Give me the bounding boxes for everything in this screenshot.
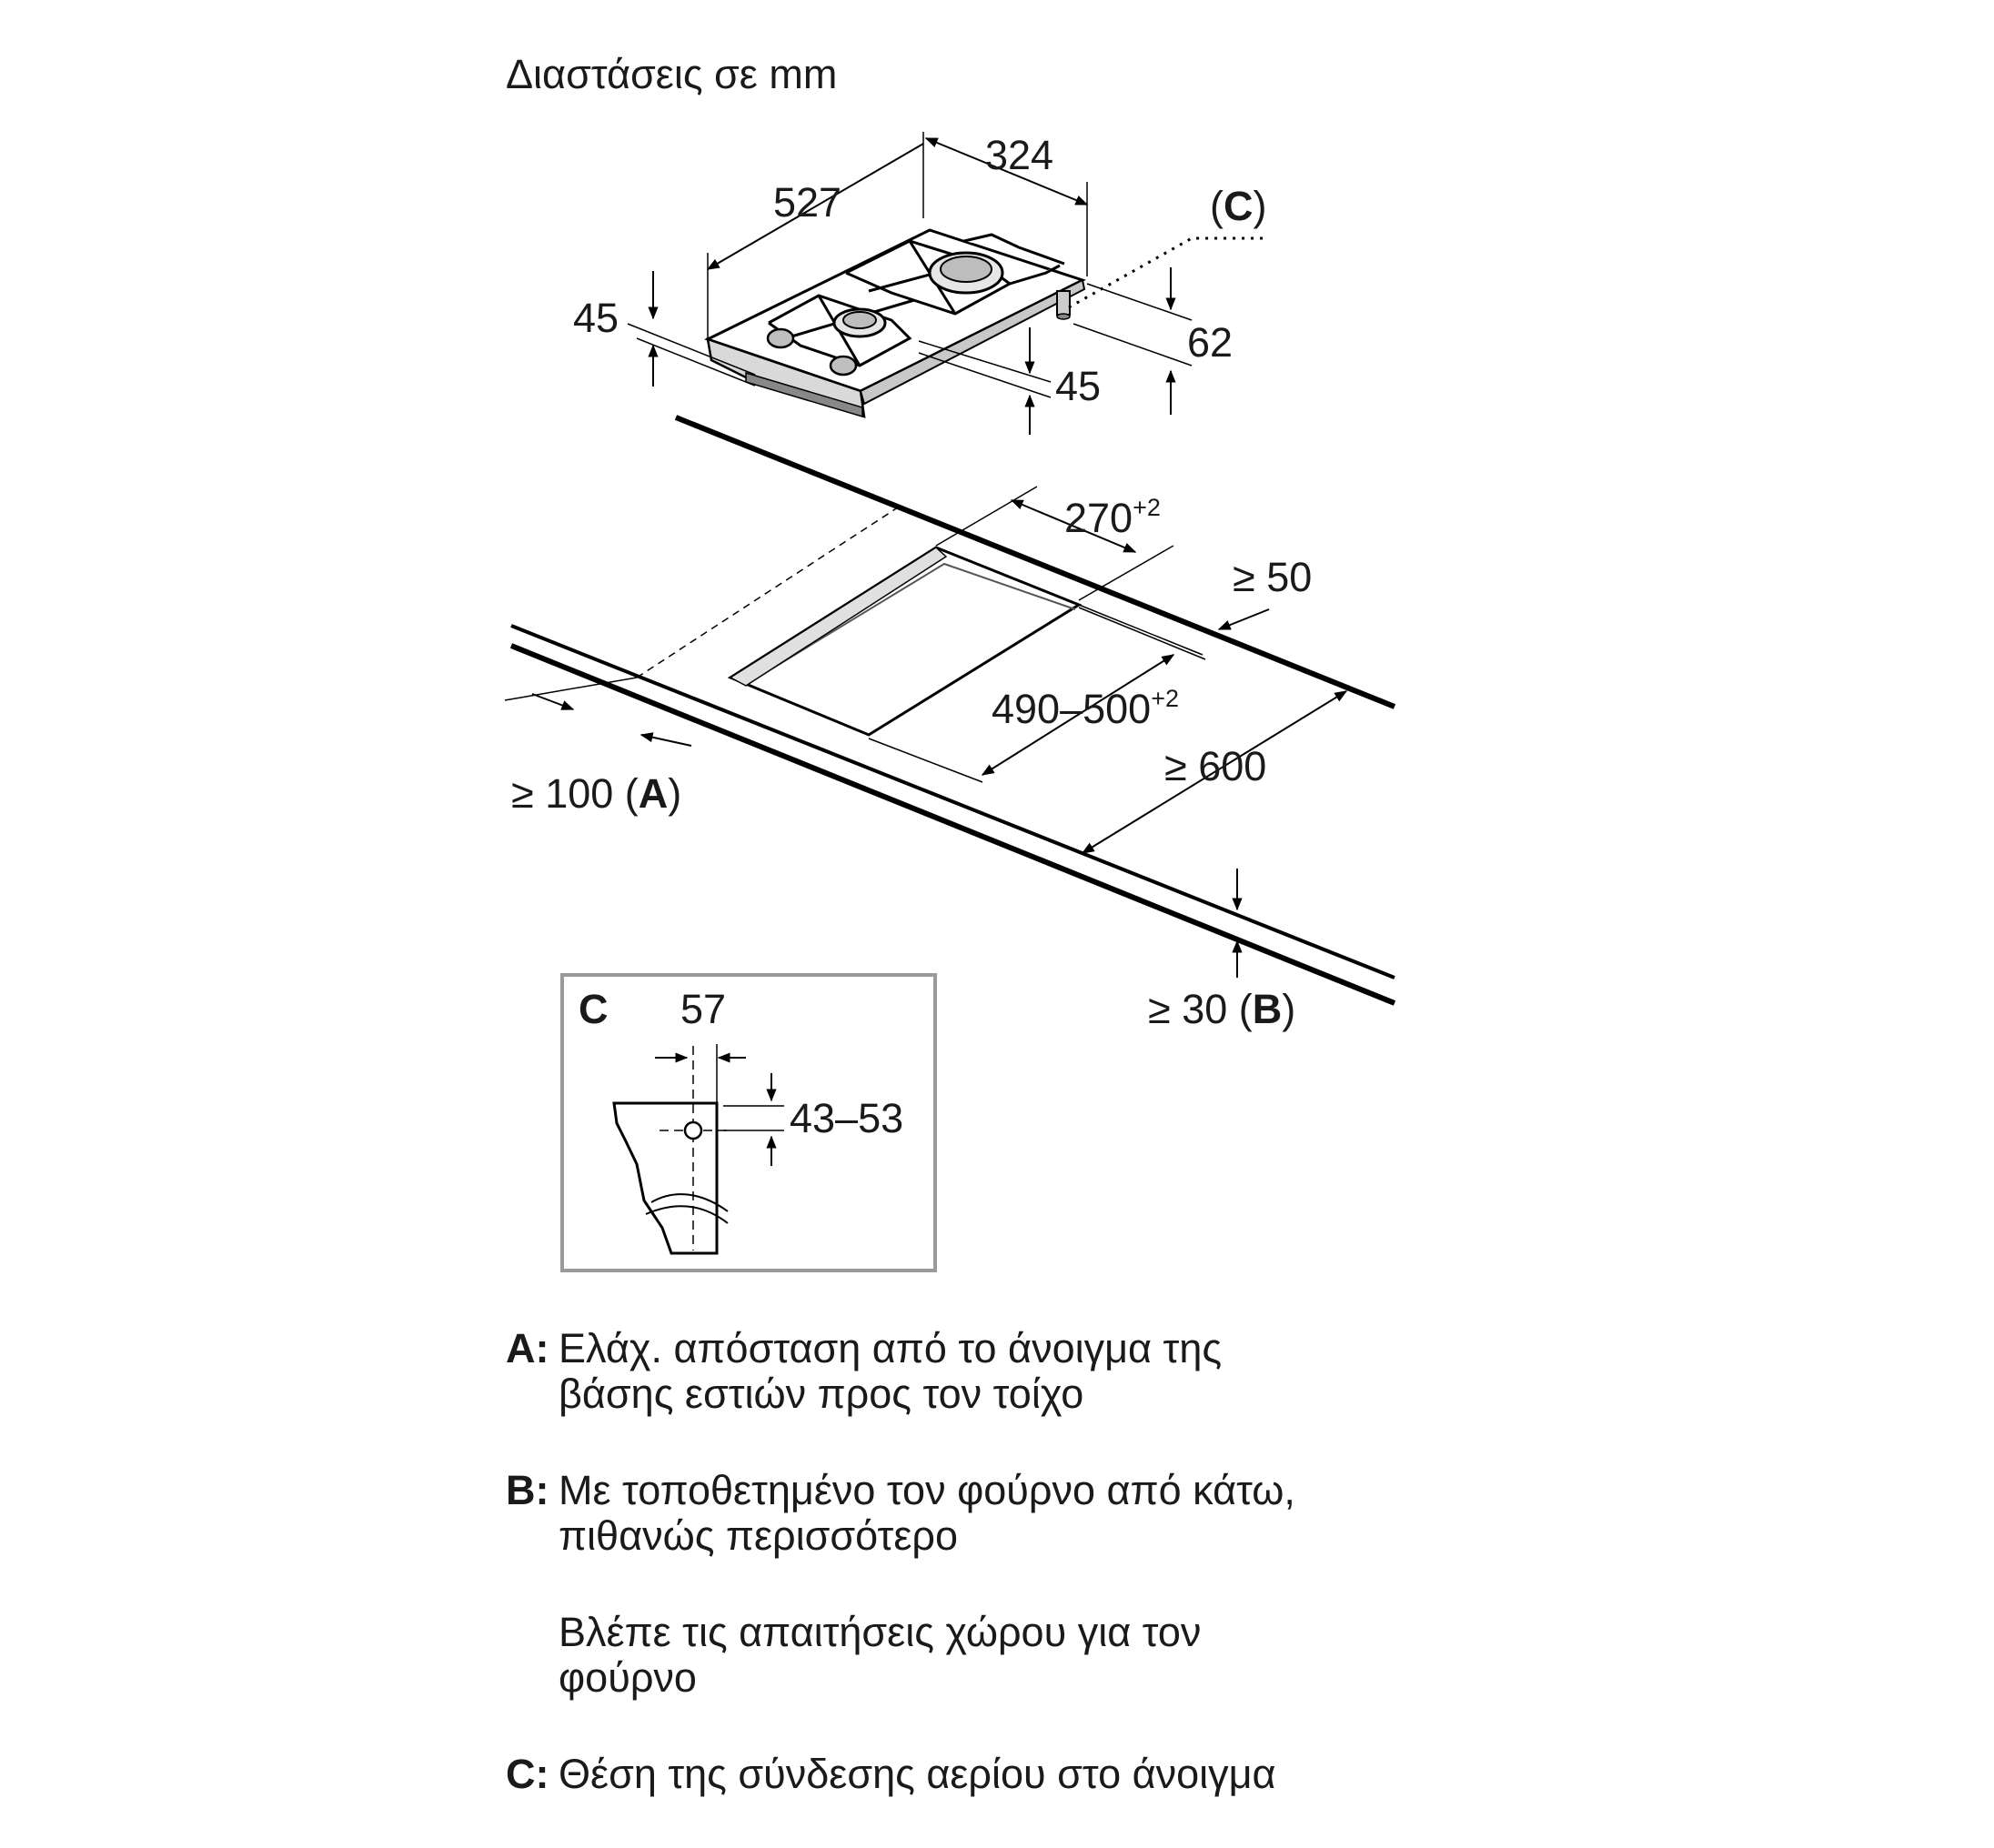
label-490-500: 490–500+2 [992,685,1179,732]
dim-50: ≥ 50 [1078,554,1312,656]
label-100-a: ≥ 100 (A) [511,770,681,817]
label-43-53: 43–53 [790,1095,903,1141]
dim-30-b: ≥ 30 (B) [1148,869,1295,1032]
dim-100-a: ≥ 100 (A) [504,677,692,817]
label-50: ≥ 50 [1233,554,1312,600]
control-knobs [766,327,858,377]
legend: A: Ελάχ. απόσταση από το άνοιγμα της βάσ… [506,1326,1597,1848]
label-62: 62 [1187,319,1233,366]
label-324: 324 [985,132,1053,178]
legend-b-line-1: Με τοποθετημένο τον φούρνο από κάτω, πιθ… [559,1466,1295,1559]
label-600: ≥ 600 [1164,743,1266,789]
label-490-500-tol: +2 [1151,685,1179,712]
label-270: 270+2 [1064,494,1161,541]
legend-text-a: Ελάχ. απόσταση από το άνοιγμα της βάσης … [559,1326,1323,1417]
burner-small [832,307,887,338]
legend-c-line-1: Θέση της σύνδεσης αερίου στο άνοιγμα [559,1750,1276,1797]
label-490-500-value: 490–500 [992,686,1151,732]
dim-324: 324 [924,132,1089,276]
dim-527: 527 [706,132,924,338]
legend-key-b: B: [506,1466,549,1513]
legend-item-c: C: Θέση της σύνδεσης αερίου στο άνοιγμα [506,1750,1597,1797]
diagram-title: Διαστάσεις σε mm [506,51,837,97]
cutout-opening [727,546,1083,737]
dim-600: ≥ 600 [1081,690,1348,854]
hob-right-face [859,278,1086,406]
dim-45-left: 45 [573,271,756,387]
label-527: 527 [773,179,841,226]
countertop [509,415,1396,1006]
detail-c-box: C 57 43–53 [560,973,937,1272]
hob-drawing [704,228,1269,418]
dim-62: 62 [1073,267,1233,415]
dim-45-mid: 45 [918,327,1101,435]
label-connection-c: (C) [1210,183,1267,229]
legend-text-c: Θέση της σύνδεσης αερίου στο άνοιγμα [559,1750,1276,1797]
legend-key-a: A: [506,1325,549,1371]
connection-leader [1068,236,1269,309]
legend-text-b: Με τοποθετημένο τον φούρνο από κάτω, πιθ… [559,1466,1414,1701]
legend-item-a: A: Ελάχ. απόσταση από το άνοιγμα της βάσ… [506,1326,1597,1417]
label-270-value: 270 [1064,495,1133,541]
label-30-b: ≥ 30 (B) [1148,986,1295,1032]
dim-270: 270+2 [935,486,1174,601]
burner-large [928,251,1004,295]
label-45-left: 45 [573,295,619,341]
label-270-tol: +2 [1133,494,1161,521]
detail-c-label: C [579,986,609,1032]
legend-b-line-2: Βλέπε τις απαιτήσεις χώρου για τον φούρν… [559,1608,1202,1701]
legend-item-b: B: Με τοποθετημένο τον φούρνο από κάτω, … [506,1466,1597,1701]
legend-a-line-1: Ελάχ. απόσταση από το άνοιγμα της βάσης … [559,1325,1223,1417]
hob-underside [745,371,863,418]
label-57: 57 [680,986,726,1032]
legend-key-c: C: [506,1750,549,1797]
gas-connector [1056,290,1071,320]
label-45-mid: 45 [1055,363,1101,409]
